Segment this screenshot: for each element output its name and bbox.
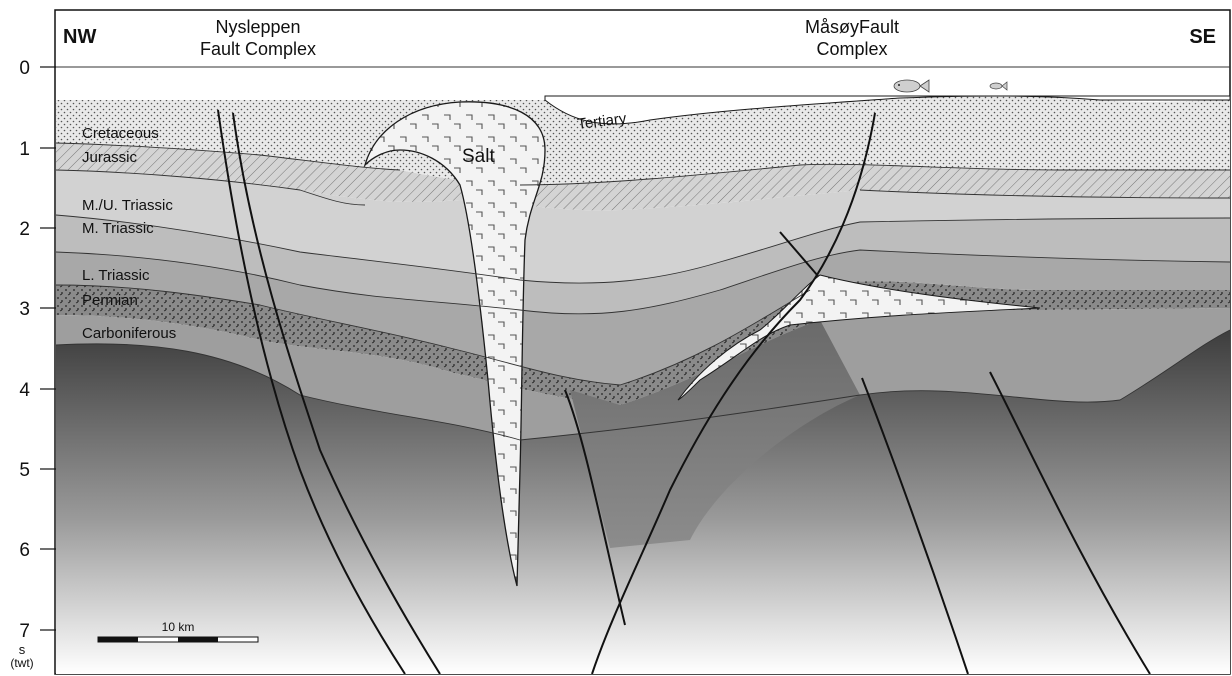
y-tick-label: 6 (19, 540, 30, 561)
y-tick-label: 4 (19, 380, 30, 401)
y-tick-labels: 0 1 2 3 4 5 6 7 (19, 58, 30, 642)
salt-label: Salt (462, 146, 495, 167)
nysleppen-title-line1: Nysleppen (215, 17, 300, 37)
y-axis-unit: s (19, 642, 26, 657)
nw-label: NW (63, 26, 96, 48)
y-axis (40, 67, 56, 630)
y-tick-label: 5 (19, 460, 30, 481)
permian-label: Permian (82, 292, 138, 309)
y-axis-unit-note: (twt) (10, 656, 33, 670)
y-tick-label: 2 (19, 219, 30, 240)
cretaceous-label: Cretaceous (82, 125, 159, 142)
m-triassic-label: M. Triassic (82, 220, 154, 237)
se-label: SE (1189, 26, 1216, 48)
jurassic-label: Jurassic (82, 149, 138, 166)
y-tick-label: 1 (19, 139, 30, 160)
masoy-title-line1: MåsøyFault (805, 17, 899, 37)
masoy-title-line2: Complex (816, 39, 887, 59)
l-triassic-label: L. Triassic (82, 267, 150, 284)
nysleppen-title-line2: Fault Complex (200, 39, 316, 59)
scale-bar (98, 637, 258, 642)
y-tick-label: 0 (19, 58, 30, 79)
y-tick-label: 7 (19, 621, 30, 642)
carboniferous-label: Carboniferous (82, 325, 176, 342)
scale-bar-label: 10 km (162, 620, 195, 634)
y-tick-label: 3 (19, 299, 30, 320)
mu-triassic-label: M./U. Triassic (82, 197, 173, 214)
